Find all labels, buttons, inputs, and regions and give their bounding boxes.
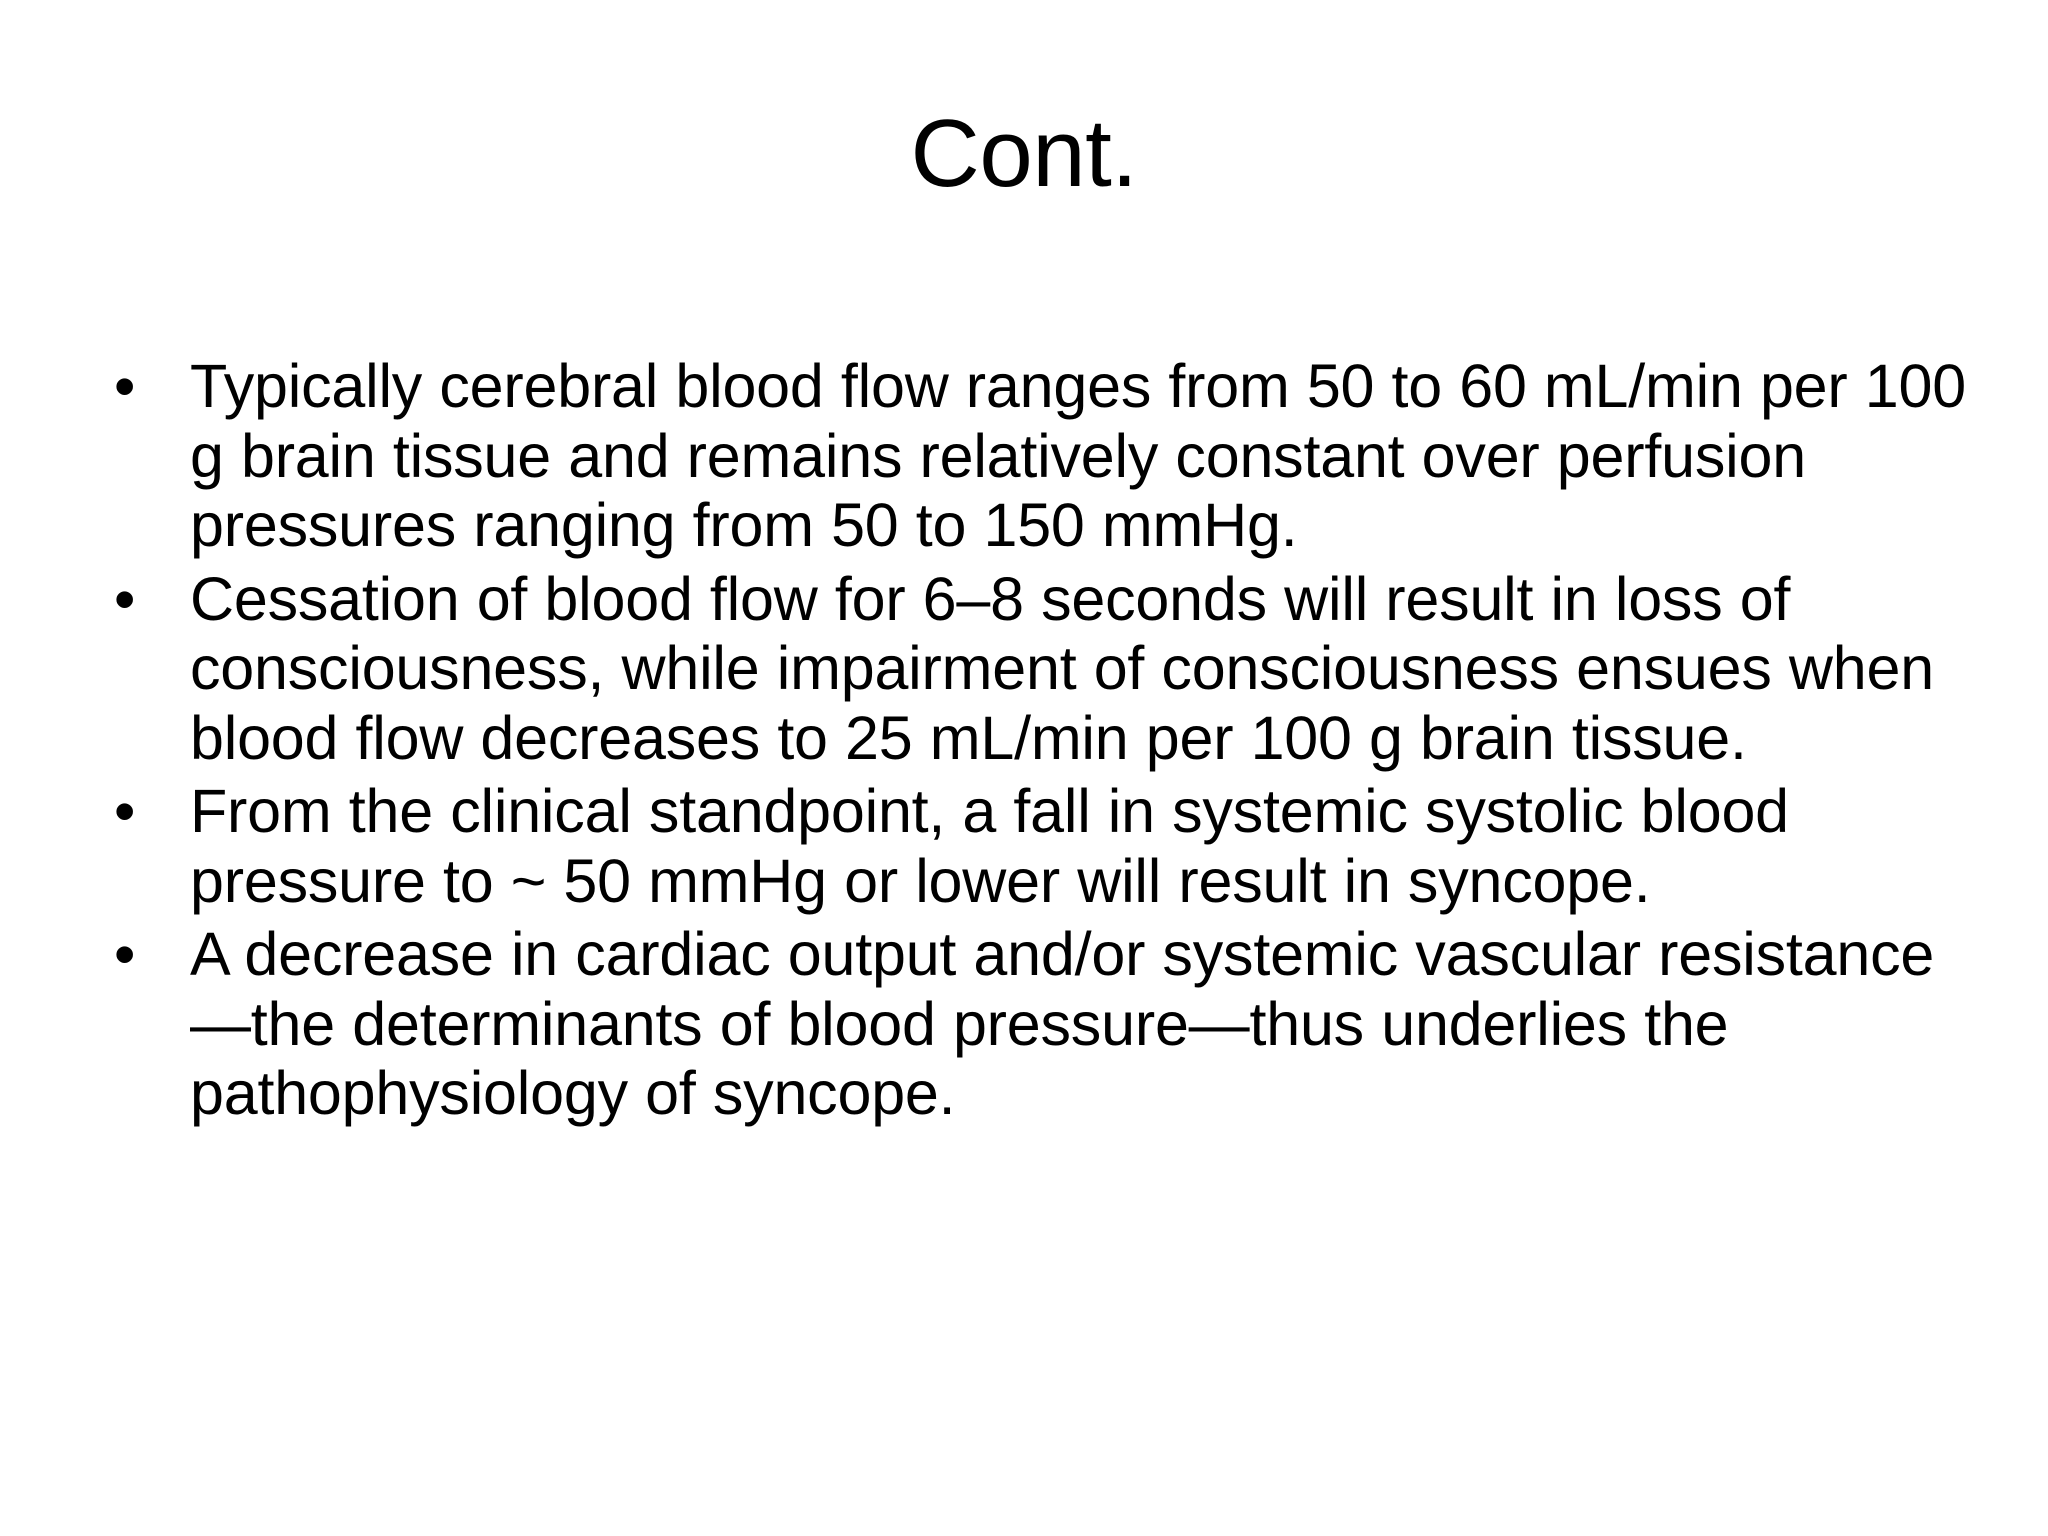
bullet-item-4: • A decrease in cardiac output and/or sy… [104, 920, 1976, 1129]
bullet-point-icon: • [114, 920, 136, 989]
bullet-text: Typically cerebral blood flow ranges fro… [190, 352, 1966, 560]
bullet-point-icon: • [114, 352, 136, 420]
bullet-list: • Typically cerebral blood flow ranges f… [104, 352, 1976, 1133]
bullet-item-3: • From the clinical standpoint, a fall i… [104, 777, 1976, 916]
bullet-point-icon: • [114, 777, 136, 846]
bullet-text: From the clinical standpoint, a fall in … [190, 777, 1789, 915]
slide-title: Cont. [910, 100, 1138, 207]
bullet-text: A decrease in cardiac output and/or syst… [190, 920, 1935, 1128]
bullet-item-1: • Typically cerebral blood flow ranges f… [104, 352, 1976, 561]
bullet-point-icon: • [114, 564, 136, 633]
bullet-text: Cessation of blood flow for 6–8 seconds … [190, 564, 1934, 772]
bullet-item-2: • Cessation of blood flow for 6–8 second… [104, 565, 1976, 774]
